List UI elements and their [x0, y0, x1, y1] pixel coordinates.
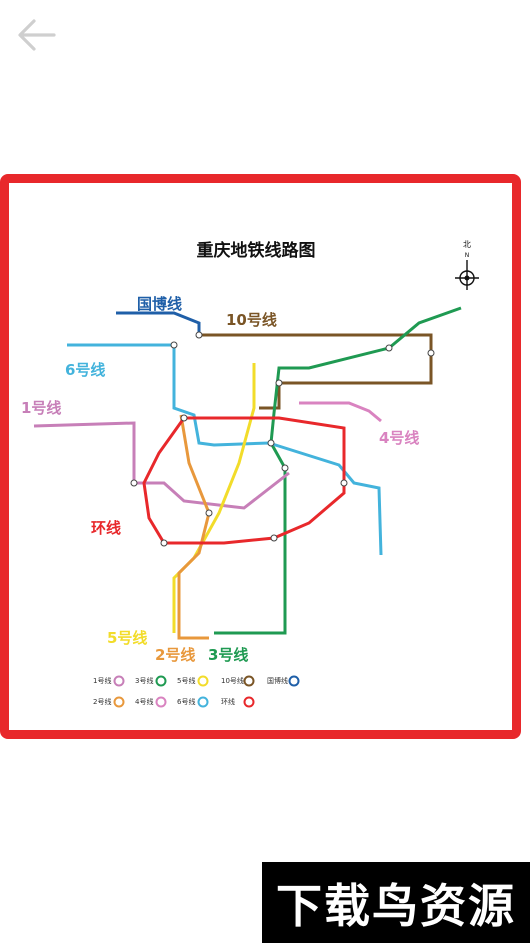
line1-route — [33, 421, 290, 510]
loop-route — [142, 416, 346, 545]
line2-route — [177, 414, 211, 640]
metro-map-frame: 重庆地铁线路图 北 N — [0, 174, 521, 739]
compass-icon: 北 N — [455, 240, 479, 290]
guobo-route — [116, 311, 201, 335]
watermark-text: 下载鸟资源 — [276, 878, 516, 933]
svg-text:北: 北 — [463, 240, 471, 249]
label-loop: 环线 — [91, 519, 121, 537]
label-line3: 3号线 — [208, 646, 248, 664]
svg-text:1号线: 1号线 — [93, 676, 111, 685]
label-line4: 4号线 — [379, 429, 419, 447]
svg-text:国博线: 国博线 — [267, 676, 288, 685]
svg-text:4号线: 4号线 — [135, 697, 153, 706]
svg-text:6号线: 6号线 — [177, 697, 195, 706]
label-line6: 6号线 — [65, 361, 105, 379]
arrow-left-icon — [18, 19, 56, 51]
metro-map[interactable]: 重庆地铁线路图 北 N — [9, 183, 512, 730]
map-title: 重庆地铁线路图 — [197, 240, 316, 261]
map-legend: 1号线 3号线 5号线 10号线 国博线 2号线 4号线 6号线 环线 — [93, 675, 300, 708]
label-line10: 10号线 — [226, 311, 277, 329]
line4-route — [299, 401, 382, 423]
line3-route — [214, 306, 462, 635]
line10-route — [199, 333, 433, 410]
label-line2: 2号线 — [155, 646, 195, 664]
line5-route — [172, 363, 256, 633]
label-line5: 5号线 — [107, 629, 147, 647]
watermark-banner: 下载鸟资源 — [262, 862, 530, 943]
interchange-stations — [130, 331, 435, 547]
svg-text:环线: 环线 — [221, 697, 235, 706]
back-button[interactable] — [14, 14, 58, 58]
svg-text:3号线: 3号线 — [135, 676, 153, 685]
label-guobo: 国博线 — [137, 295, 182, 313]
svg-text:N: N — [465, 252, 470, 259]
label-line1: 1号线 — [21, 399, 61, 417]
svg-text:2号线: 2号线 — [93, 697, 111, 706]
line6-route — [67, 343, 383, 556]
svg-text:10号线: 10号线 — [221, 676, 244, 685]
svg-text:5号线: 5号线 — [177, 676, 195, 685]
